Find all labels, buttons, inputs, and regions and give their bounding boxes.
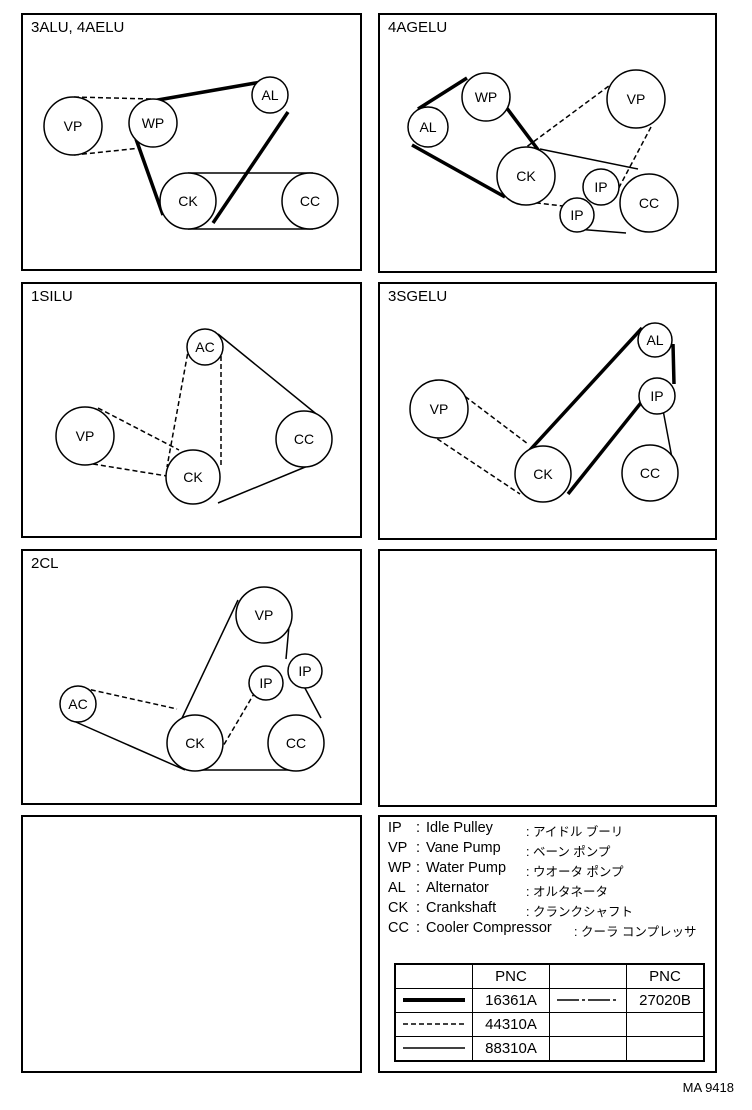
line-style-thick <box>394 988 473 1013</box>
pulley-label: VP <box>76 428 95 444</box>
pnc-value: 27020B <box>626 988 705 1013</box>
line-style-header <box>549 963 627 989</box>
pnc-row: 16361A 27020B <box>394 988 705 1013</box>
pulley-label: WP <box>142 115 165 131</box>
legend-japanese: : ウオータ ポンプ <box>526 865 624 879</box>
line-style-thin <box>394 1036 473 1062</box>
pulley-label: CK <box>516 168 536 184</box>
legend-name: Crankshaft <box>426 900 497 916</box>
empty-cell <box>549 1012 627 1037</box>
pulley-label: CK <box>178 193 198 209</box>
figure-code: MA 9418 <box>682 1080 734 1095</box>
legend-japanese: : ベーン ポンプ <box>526 845 611 859</box>
pulley-label: IP <box>650 388 663 404</box>
empty-panel <box>21 815 362 1073</box>
legend-japanese: : オルタネータ <box>526 885 608 899</box>
pulley-label: AL <box>261 87 278 103</box>
belt-diagram: VP IP IP AC CK CC <box>59 586 325 772</box>
legend-panel: IP : Idle Pulley : アイドル ブーリ VP : Vane Pu… <box>378 815 717 1073</box>
belt-diagram: AL IP VP CK CC <box>409 322 679 503</box>
legend-abbr: VP <box>388 840 408 856</box>
pulley-label: AC <box>195 339 214 355</box>
empty-cell <box>626 1036 705 1062</box>
legend-abbr: AL <box>388 880 406 896</box>
legend-separator: : <box>416 880 421 896</box>
belt-diagram: AL WP VP CK IP IP CC <box>407 69 679 234</box>
legend-name: Cooler Compressor <box>426 920 552 936</box>
empty-cell <box>549 1036 627 1062</box>
legend-abbr: CC <box>388 920 409 936</box>
pulley-label: IP <box>594 179 607 195</box>
diagram-panel-2cl: 2CL VP IP IP AC CK CC <box>21 549 362 805</box>
pnc-table: PNC PNC 16361A 27020B 44310A 88310A <box>394 963 705 1062</box>
pulley-label: CC <box>286 735 306 751</box>
pnc-value: 88310A <box>472 1036 550 1062</box>
pulley-label: VP <box>627 91 646 107</box>
pulley-label: CK <box>185 735 205 751</box>
pulley-label: IP <box>259 675 272 691</box>
legend-name: Water Pump <box>426 860 507 876</box>
legend-japanese: : クーラ コンプレッサ <box>574 925 697 939</box>
diagram-panel-3alu-4aelu: 3ALU, 4AELU VP WP AL CK CC <box>21 13 362 271</box>
belt-diagram: VP WP AL CK CC <box>43 76 339 230</box>
pnc-row: 88310A <box>394 1036 705 1062</box>
legend-name: Idle Pulley <box>426 820 493 836</box>
pnc-header: PNC <box>626 963 705 989</box>
pulley-label: VP <box>255 607 274 623</box>
pulley-label: AC <box>68 696 87 712</box>
legend-japanese: : アイドル ブーリ <box>526 825 624 839</box>
diagram-panel-4agelu: 4AGELU AL WP VP CK <box>378 13 717 273</box>
pulley-label: IP <box>298 663 311 679</box>
empty-cell <box>626 1012 705 1037</box>
pulley-label: IP <box>570 207 583 223</box>
legend-separator: : <box>416 900 421 916</box>
legend-separator: : <box>416 840 421 856</box>
pulley-label: CC <box>640 465 660 481</box>
legend-japanese: : クランクシャフト <box>526 905 633 919</box>
line-style-header <box>394 963 473 989</box>
pnc-header: PNC <box>472 963 550 989</box>
legend-name: Alternator <box>426 880 489 896</box>
pulley-label: VP <box>64 118 83 134</box>
panel-title: 2CL <box>31 555 59 572</box>
belt-diagram: AC VP CK CC <box>55 328 333 505</box>
pnc-row: 44310A <box>394 1012 705 1037</box>
empty-panel <box>378 549 717 807</box>
pulley-label: CC <box>294 431 314 447</box>
line-style-dashed <box>394 1012 473 1037</box>
pulley-label: VP <box>430 401 449 417</box>
pulley-label: CC <box>300 193 320 209</box>
diagram-panel-3sgelu: 3SGELU AL IP VP CK CC <box>378 282 717 540</box>
pnc-header-row: PNC PNC <box>394 963 705 989</box>
legend-name: Vane Pump <box>426 840 501 856</box>
pnc-value: 44310A <box>472 1012 550 1037</box>
legend-separator: : <box>416 820 421 836</box>
panel-title: 1SILU <box>31 288 73 305</box>
pulley-label: AL <box>419 119 436 135</box>
panel-title: 4AGELU <box>388 19 448 36</box>
pulley-label: CK <box>183 469 203 485</box>
legend-abbr: CK <box>388 900 409 916</box>
legend-list: IP : Idle Pulley : アイドル ブーリ VP : Vane Pu… <box>388 820 718 944</box>
pulley-label: CK <box>533 466 553 482</box>
legend-abbr: WP <box>388 860 412 876</box>
line-style-dashdot <box>549 988 627 1013</box>
panel-title: 3SGELU <box>388 288 448 305</box>
legend-separator: : <box>416 920 421 936</box>
pulley-label: AL <box>646 332 663 348</box>
legend-abbr: IP <box>388 820 402 836</box>
pnc-value: 16361A <box>472 988 550 1013</box>
diagram-panel-1silu: 1SILU AC VP CK CC <box>21 282 362 538</box>
legend-separator: : <box>416 860 421 876</box>
pulley-label: CC <box>639 195 659 211</box>
pulley-label: WP <box>475 89 498 105</box>
panel-title: 3ALU, 4AELU <box>31 19 125 36</box>
